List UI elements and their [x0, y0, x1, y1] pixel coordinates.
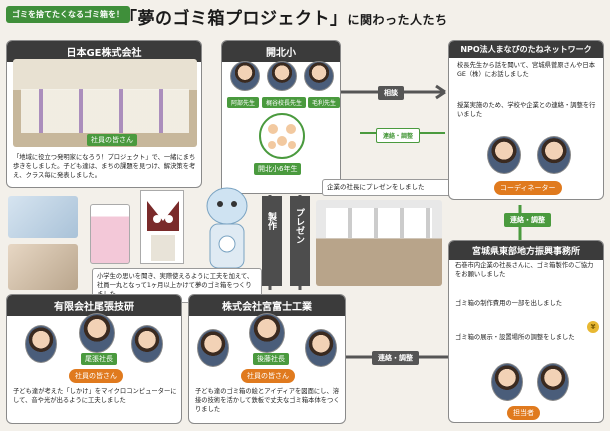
- renraku-label-bottom: 連絡・調整: [372, 351, 419, 365]
- miyafuji-staff-photo-1: [197, 329, 229, 367]
- kids-photo-2: [8, 244, 78, 290]
- office-item-2: ゴミ箱の制作費用の一部を出しました: [455, 300, 563, 307]
- seisaku-arrow: [262, 196, 282, 286]
- meeting-photo: [316, 200, 442, 286]
- ge-panel: 日本GE株式会社 社員の皆さん 「地域に役立つ発明家になろう！プロジェクト」で、…: [6, 40, 202, 188]
- miyafuji-panel: 株式会社宮富士工業 後藤社長 社員の皆さん 子ども達のゴミ箱の絵とアイディアを図…: [188, 294, 346, 424]
- trashcan-owl: [140, 190, 184, 264]
- presen-label: プレゼン: [294, 208, 304, 244]
- owari-president-label: 尾張社長: [81, 353, 117, 365]
- office-title: 宮城県東部地方振興事務所: [449, 241, 603, 260]
- soudan-label: 相談: [378, 86, 404, 100]
- header-badge: ゴミを捨てたくなるゴミ箱を！: [6, 6, 130, 23]
- staff-photo-1: [491, 363, 523, 401]
- miyafuji-desc: 子ども達のゴミ箱の絵とアイディアを図面にし、溶接の技術を活かして鉄板で丈夫なゴミ…: [195, 388, 340, 414]
- renraku-label-right: 連絡・調整: [504, 213, 551, 227]
- miyafuji-staff-photo-2: [305, 329, 337, 367]
- trashcan-pink: [90, 204, 130, 264]
- owari-desc: 子ども達が考えた「しかけ」をマイクロコンピューターにして、音や光が出るように工夫…: [13, 388, 177, 405]
- ge-photo-tag: 社員の皆さん: [87, 134, 137, 146]
- ge-group-figure: [21, 89, 189, 133]
- owari-panel: 有限会社尾張技研 尾張社長 社員の皆さん 子ども達が考えた「しかけ」をマイクロコ…: [6, 294, 182, 424]
- ge-title: 日本GE株式会社: [7, 41, 201, 62]
- students-icon: [268, 124, 296, 149]
- present-note: 企業の社長にプレゼンをしました: [322, 179, 458, 197]
- miyafuji-title: 株式会社宮富士工業: [189, 295, 345, 316]
- presen-arrow: [290, 196, 310, 286]
- owari-staff-label: 社員の皆さん: [69, 369, 123, 383]
- teacher-label-1: 阿部先生: [227, 97, 260, 108]
- teacher-label-2: 梶谷校長先生: [262, 97, 307, 108]
- npo-p1: 校長先生から話を聞いて、宮城県菅原さんや日本GE（株）にお話しました: [457, 62, 596, 79]
- npo-p2: 授業実施のため、学校や企業との連絡・調整を行いました: [457, 102, 596, 119]
- teacher-label-3: 毛利先生: [308, 97, 340, 108]
- ge-photo: [13, 59, 197, 147]
- owl-icon: [147, 201, 179, 261]
- seisaku-label: 製作: [266, 212, 276, 230]
- ge-desc: 「地域に役立つ発明家になろう！プロジェクト」で、一緒にまち歩きをしました。子ども…: [13, 154, 196, 180]
- school-title: 開北小: [222, 41, 340, 62]
- teacher-photo-2: [267, 61, 297, 91]
- office-panel: 宮城県東部地方振興事務所 石巻市内企業の社長さんに、ゴミ箱製作のご協力をお願いし…: [448, 240, 604, 423]
- npo-title: NPO法人まなびのたねネットワーク: [449, 41, 603, 58]
- office-item-3: ゴミ箱の展示・設置場所の調整をしました: [455, 334, 575, 341]
- coordinator-label: コーディネーター: [494, 181, 562, 195]
- renraku-label-top: 連絡・調整: [376, 128, 421, 143]
- miyafuji-president-label: 後藤社長: [253, 353, 289, 365]
- robot-trashcan: [196, 184, 258, 274]
- owari-title: 有限会社尾張技研: [7, 295, 181, 316]
- npo-panel: NPO法人まなびのたねネットワーク 校長先生から話を聞いて、宮城県菅原さんや日本…: [448, 40, 604, 200]
- owari-staff-photo-1: [25, 325, 57, 363]
- students-label: 開北小6年生: [254, 163, 302, 175]
- staff-photo-2: [537, 363, 569, 401]
- robot-icon: [206, 187, 248, 269]
- teacher-photo-3: [304, 61, 334, 91]
- students-illustration: [259, 113, 305, 159]
- yen-coin-icon: ¥: [587, 321, 599, 333]
- owari-president-photo: [79, 313, 115, 353]
- page-title: 「夢のゴミ箱プロジェクト」に関わった人たち: [120, 4, 448, 29]
- kids-photo-1: [8, 196, 78, 238]
- title-suffix: に関わった人たち: [347, 13, 448, 27]
- coordinator-photo-1: [487, 136, 521, 174]
- owari-staff-photo-2: [131, 325, 163, 363]
- miyafuji-staff-label: 社員の皆さん: [241, 369, 295, 383]
- coordinator-photo-2: [537, 136, 571, 174]
- posters: [326, 208, 432, 238]
- arrowhead-npo: [435, 84, 446, 100]
- school-panel: 開北小 阿部先生 梶谷校長先生 毛利先生 開北小6年生 企業の社長にプレゼンをし…: [221, 40, 458, 197]
- title-main: 「夢のゴミ箱プロジェクト」: [120, 9, 348, 29]
- office-staff-label: 担当者: [507, 406, 540, 420]
- miyafuji-president-photo: [249, 313, 285, 353]
- teacher-photo-1: [230, 61, 260, 91]
- office-item-1: 石巻市内企業の社長さんに、ゴミ箱製作のご協力をお願いしました: [455, 262, 594, 279]
